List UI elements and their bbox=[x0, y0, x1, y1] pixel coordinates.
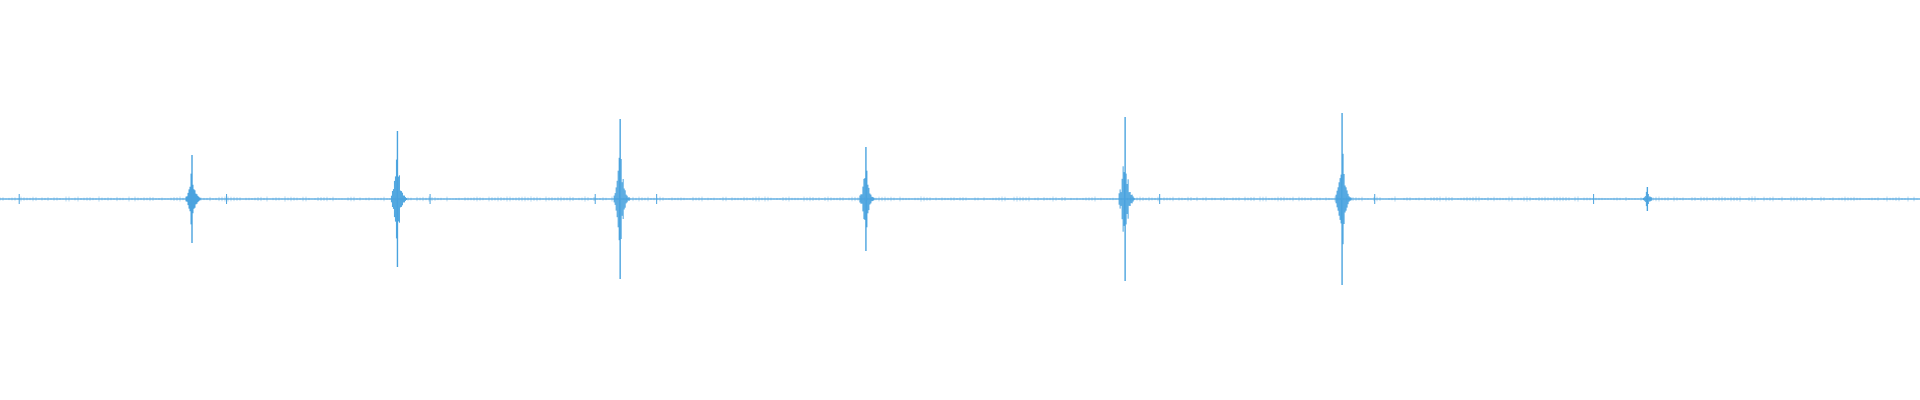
waveform-peak bbox=[613, 119, 630, 279]
waveform-peak bbox=[185, 155, 201, 243]
waveform-peak bbox=[1335, 113, 1352, 285]
waveform-samples bbox=[0, 113, 1918, 285]
waveform-peak bbox=[390, 131, 407, 267]
waveform-peak bbox=[859, 147, 875, 251]
waveform-peak bbox=[1118, 117, 1135, 281]
waveform-peak bbox=[1642, 187, 1652, 211]
